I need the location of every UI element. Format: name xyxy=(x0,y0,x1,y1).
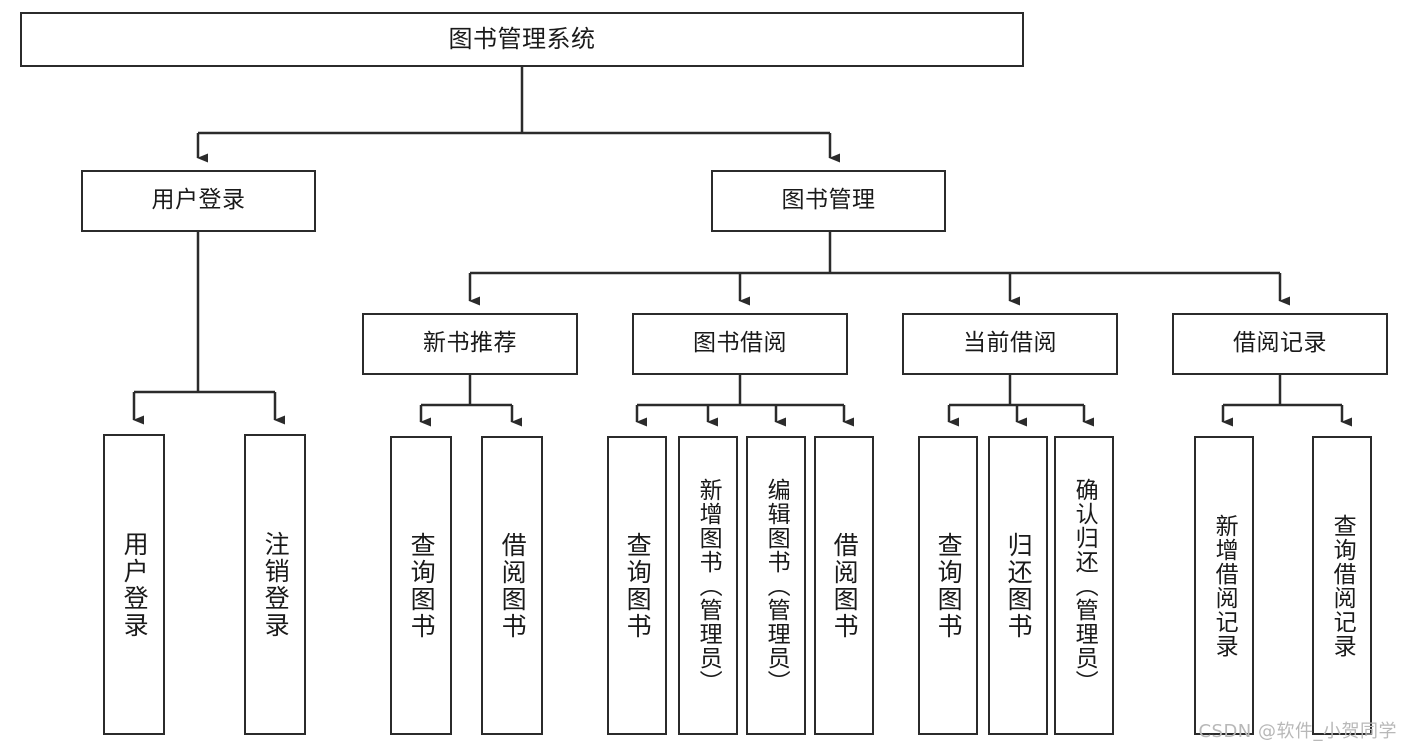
node-label: 查询图书 xyxy=(623,531,653,640)
node-label: 图书管理系统 xyxy=(448,25,596,54)
leaf-query-borrow-record[interactable]: 查询借阅记录 xyxy=(1312,436,1372,735)
node-book-borrow[interactable]: 图书借阅 xyxy=(632,313,848,375)
edges-root-to-level2 xyxy=(196,67,840,163)
node-label: 用户登录 xyxy=(151,187,246,214)
edges-userlogin-to-leaves xyxy=(132,232,285,425)
leaf-edit-book-admin[interactable]: 编辑图书（管理员） xyxy=(746,436,806,735)
node-user-login[interactable]: 用户登录 xyxy=(81,170,316,232)
node-label: 新书推荐 xyxy=(423,330,517,357)
node-label: 确认归还（管理员） xyxy=(1071,477,1098,694)
node-label: 注销登录 xyxy=(261,530,291,639)
leaf-return-books[interactable]: 归还图书 xyxy=(988,436,1048,735)
node-label: 用户登录 xyxy=(120,530,150,639)
leaf-add-book-admin[interactable]: 新增图书（管理员） xyxy=(678,436,738,735)
node-label: 当前借阅 xyxy=(963,330,1057,357)
node-label: 图书借阅 xyxy=(693,330,787,357)
leaf-query-books-recommend[interactable]: 查询图书 xyxy=(390,436,452,735)
leaf-query-books-borrow[interactable]: 查询图书 xyxy=(607,436,667,735)
leaf-borrow-books-recommend[interactable]: 借阅图书 xyxy=(481,436,543,735)
node-book-management[interactable]: 图书管理 xyxy=(711,170,946,232)
leaf-query-books-current[interactable]: 查询图书 xyxy=(918,436,978,735)
leaf-add-borrow-record[interactable]: 新增借阅记录 xyxy=(1194,436,1254,735)
edges-current-to-leaves xyxy=(947,375,1094,427)
node-label: 编辑图书（管理员） xyxy=(763,477,790,694)
leaf-borrow-books[interactable]: 借阅图书 xyxy=(814,436,874,735)
node-label: 查询借阅记录 xyxy=(1329,513,1356,658)
node-label: 查询图书 xyxy=(407,531,437,640)
node-root-system[interactable]: 图书管理系统 xyxy=(20,12,1024,67)
node-label: 查询图书 xyxy=(934,531,964,640)
edges-borrow-to-leaves xyxy=(635,375,854,427)
node-new-book-recommend[interactable]: 新书推荐 xyxy=(362,313,578,375)
edges-records-to-leaves xyxy=(1221,375,1352,427)
node-label: 图书管理 xyxy=(781,187,876,214)
node-current-borrow[interactable]: 当前借阅 xyxy=(902,313,1118,375)
leaf-logout[interactable]: 注销登录 xyxy=(244,434,306,735)
leaf-user-login[interactable]: 用户登录 xyxy=(103,434,165,735)
edges-bookmgmt-to-level3 xyxy=(468,232,1290,306)
node-label: 借阅图书 xyxy=(498,531,528,640)
node-label: 借阅图书 xyxy=(830,531,860,640)
node-label: 借阅记录 xyxy=(1233,330,1327,357)
node-label: 归还图书 xyxy=(1004,531,1034,640)
edges-newbook-to-leaves xyxy=(419,375,522,427)
node-borrow-records[interactable]: 借阅记录 xyxy=(1172,313,1388,375)
node-label: 新增图书（管理员） xyxy=(695,477,722,694)
node-label: 新增借阅记录 xyxy=(1211,513,1238,658)
leaf-confirm-return-admin[interactable]: 确认归还（管理员） xyxy=(1054,436,1114,735)
